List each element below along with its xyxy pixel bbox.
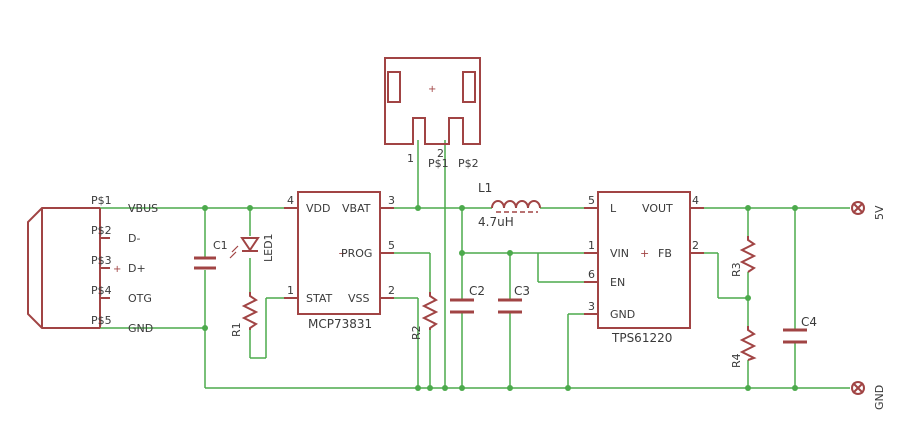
tps-name: TPS61220 <box>611 331 672 345</box>
mcp-pin-vbat-num: 3 <box>388 194 395 207</box>
mcp-pin-prog: PROG <box>341 247 372 260</box>
resistor-r1: R1 <box>230 292 259 337</box>
led1-label: LED1 <box>262 233 275 262</box>
led-led1: LED1 <box>229 233 275 262</box>
usb-signal-otg: OTG <box>128 292 152 305</box>
tps-pin-vout-num: 4 <box>692 194 699 207</box>
usb-pin-1-label: P$1 <box>91 194 112 207</box>
c4-label: C4 <box>801 315 817 329</box>
inductor-l1: L1 4.7uH <box>478 181 541 229</box>
tps-pin-gnd-num: 3 <box>588 300 595 313</box>
capacitor-c3: C3 <box>498 284 530 314</box>
r4-label: R4 <box>730 353 743 368</box>
tps-pin-fb: FB <box>658 247 672 260</box>
ic-mcp73831: 4 3 5 1 2 VDD VBAT + PROG STAT VSS MCP73… <box>284 191 395 331</box>
resistor-r3: R3 <box>730 236 757 277</box>
capacitor-c2: C2 <box>450 284 485 314</box>
mcp-pin-stat: STAT <box>306 292 333 305</box>
usb-connector: P$1 P$2 P$3 P$4 P$5 VBUS D- D+ OTG GND + <box>27 194 158 335</box>
usb-pin-3-label: P$3 <box>91 254 112 267</box>
tps-pin-l-num: 5 <box>588 194 595 207</box>
mcp-pin-vss-num: 2 <box>388 284 395 297</box>
battery-origin-cross: + <box>428 84 436 95</box>
terminal-gnd: GND <box>851 381 886 410</box>
usb-signal-gnd: GND <box>128 322 153 335</box>
terminal-5v-label: 5V <box>873 205 886 220</box>
capacitor-c1: C1 <box>194 239 228 270</box>
wires <box>100 140 850 389</box>
battery-pin-2: 2 <box>437 147 444 160</box>
mcp-pin-vdd: VDD <box>306 202 330 215</box>
tps-pin-vout: VOUT <box>642 202 673 215</box>
mcp-pin-vss: VSS <box>348 292 370 305</box>
usb-signal-dplus: D+ <box>128 262 146 275</box>
tps-pin-l: L <box>610 202 617 215</box>
usb-pin-2-label: P$2 <box>91 224 112 237</box>
mcp-pin-stat-num: 1 <box>287 284 294 297</box>
tps-origin-cross: + <box>640 247 649 260</box>
tps-pin-vin-num: 1 <box>588 239 595 252</box>
terminal-gnd-label: GND <box>873 385 886 410</box>
l1-label: L1 <box>478 181 492 195</box>
usb-pin-4-label: P$4 <box>91 284 112 297</box>
tps-pin-en-num: 6 <box>588 268 595 281</box>
ic-tps61220: 5 4 1 2 6 3 L VOUT VIN + FB EN GND TPS61… <box>584 191 704 345</box>
battery-pin-p1: P$1 <box>428 157 449 170</box>
usb-origin-cross: + <box>113 264 121 275</box>
mcp-pin-vbat: VBAT <box>342 202 371 215</box>
tps-pin-en: EN <box>610 276 625 289</box>
battery-connector: + 1 2 P$1 P$2 <box>384 57 481 170</box>
r1-label: R1 <box>230 322 243 337</box>
mcp-name: MCP73831 <box>308 317 372 331</box>
l1-value: 4.7uH <box>478 215 514 229</box>
terminal-5v: 5V <box>851 201 886 220</box>
junctions <box>202 205 798 391</box>
tps-pin-gnd: GND <box>610 308 635 321</box>
resistor-r2: R2 <box>410 292 439 340</box>
mcp-origin-cross: + <box>338 247 347 260</box>
c3-label: C3 <box>514 284 530 298</box>
c1-label: C1 <box>213 239 228 252</box>
usb-signal-vbus: VBUS <box>128 202 158 215</box>
tps-pin-vin: VIN <box>610 247 629 260</box>
mcp-pin-vdd-num: 4 <box>287 194 294 207</box>
battery-pin-1: 1 <box>407 152 414 165</box>
tps-pin-fb-num: 2 <box>692 239 699 252</box>
resistor-r4: R4 <box>730 326 757 368</box>
battery-pin-p2: P$2 <box>458 157 479 170</box>
r2-label: R2 <box>410 325 423 340</box>
usb-pin-5-label: P$5 <box>91 314 112 327</box>
mcp-pin-prog-num: 5 <box>388 239 395 252</box>
capacitor-c4: C4 <box>783 315 817 344</box>
usb-signal-dminus: D- <box>128 232 140 245</box>
r3-label: R3 <box>730 262 743 277</box>
c2-label: C2 <box>469 284 485 298</box>
